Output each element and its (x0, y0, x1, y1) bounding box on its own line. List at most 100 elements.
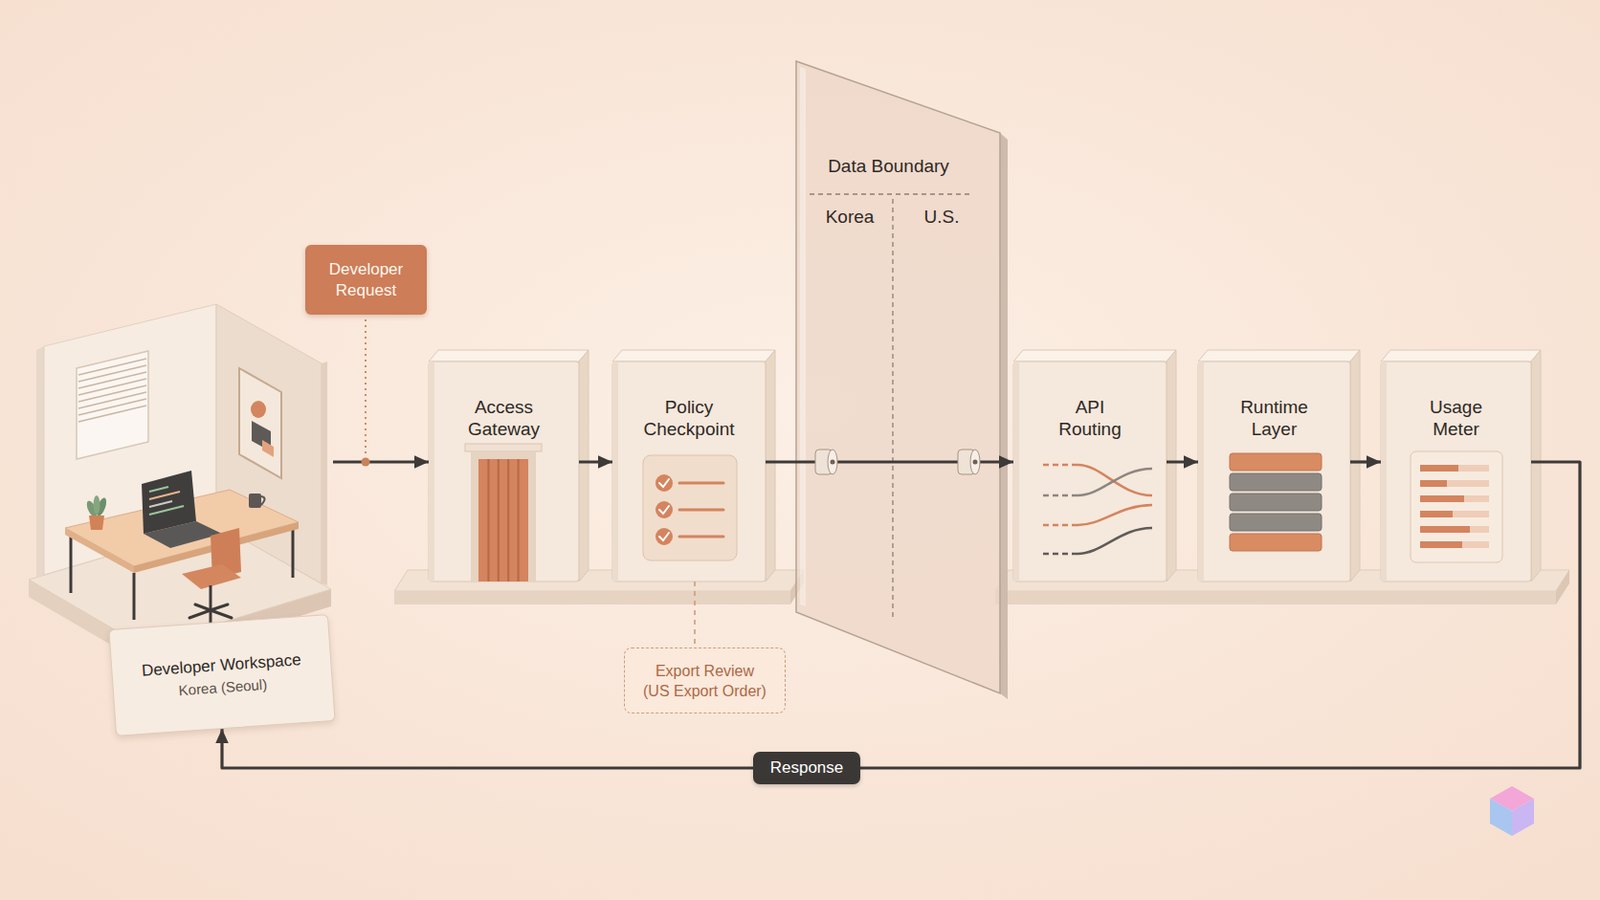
box-body (1198, 350, 1360, 362)
wall-picture (239, 368, 282, 479)
layers-icon (1229, 533, 1322, 552)
wall-picture (250, 400, 267, 419)
edge-label-pill: Response (753, 752, 862, 785)
edge-label: Response (770, 758, 845, 778)
gateway-door-icon (470, 451, 536, 582)
boundary-port (827, 449, 838, 475)
leader-connector (693, 581, 696, 648)
platform (1555, 570, 1570, 605)
boundary-glass (809, 193, 970, 195)
node-label: Developer Request (329, 259, 404, 302)
routing-icon (1077, 528, 1153, 555)
box-body (1198, 361, 1351, 582)
plant (88, 515, 105, 531)
box-body (1380, 361, 1532, 582)
flow-arrow (578, 460, 613, 464)
meter-icon (1420, 541, 1463, 549)
meter-icon (1420, 480, 1447, 488)
boundary-port (973, 460, 978, 466)
gateway-door-icon (507, 459, 510, 582)
laptop (149, 487, 169, 492)
layers-icon (1229, 513, 1322, 532)
window-blinds (78, 405, 147, 423)
meter-icon (1420, 465, 1459, 472)
mug (261, 496, 266, 506)
desk (65, 528, 134, 574)
wall-picture (239, 368, 282, 479)
chair (210, 604, 228, 611)
meter-icon (1410, 451, 1503, 563)
meter-icon (1420, 465, 1489, 472)
boundary-glass (800, 66, 806, 607)
window-blinds (78, 392, 147, 409)
watermark-cube (1489, 786, 1534, 837)
panel-regions: KoreaU.S. (803, 206, 1000, 228)
node-label: Access Gateway (467, 396, 540, 441)
routing-icon (1043, 464, 1078, 467)
box-body (1013, 350, 1177, 362)
chair (195, 604, 211, 611)
request-callout: Developer Request (305, 244, 427, 315)
window-blinds (78, 372, 147, 389)
routing-icon (1077, 468, 1153, 496)
gateway-door-icon (478, 459, 529, 582)
box-body (1380, 350, 1541, 362)
leader-line (361, 458, 371, 467)
watermark-cube (1511, 799, 1534, 837)
laptop (149, 506, 184, 515)
box-body (1198, 350, 1360, 582)
box-body (578, 350, 589, 582)
chair (189, 610, 211, 619)
node-label: Export Review (US Export Order) (642, 661, 769, 702)
meter-icon (1420, 541, 1489, 549)
process-box: Usage Meter (1380, 361, 1532, 582)
label-plate: Developer WorkspaceKorea (Seoul) (108, 614, 335, 737)
node-label: Data Boundary (827, 155, 950, 178)
meter-icon (1420, 526, 1470, 534)
window-blinds (78, 385, 147, 402)
node-sublabel: U.S. (924, 206, 960, 228)
box-body (1380, 350, 1541, 582)
checklist-icon (643, 455, 737, 561)
checklist-icon (643, 455, 737, 561)
routing-icon (1043, 494, 1078, 498)
laptop (149, 491, 180, 500)
checklist-icon (655, 474, 673, 492)
gateway-door-icon (465, 444, 542, 582)
node-label: API Routing (1058, 396, 1122, 441)
process-box: Policy Checkpoint (612, 361, 766, 582)
flow-arrow (333, 460, 429, 464)
mug (248, 493, 262, 509)
watermark-cube (1489, 799, 1512, 837)
box-body (1013, 350, 1177, 582)
box-body (1013, 361, 1167, 582)
region-cell: U.S. (895, 206, 988, 228)
routing-icon (1077, 465, 1153, 496)
meter-icon (1420, 511, 1489, 518)
layers-icon (1229, 453, 1322, 471)
gateway-door-icon (487, 459, 489, 582)
box-body (428, 361, 579, 582)
checklist-icon (659, 479, 669, 488)
workspace-illustration (76, 351, 149, 460)
leader-line (361, 319, 371, 467)
platform (995, 591, 1556, 605)
node-label: Developer Workspace (140, 649, 302, 682)
window-blinds (78, 358, 147, 376)
meter-icon (1420, 495, 1489, 503)
desk (69, 532, 73, 594)
desk (133, 573, 136, 621)
chair (209, 585, 213, 611)
box-body (612, 361, 766, 582)
meter-icon (1420, 526, 1489, 534)
gateway-door-icon (497, 459, 500, 582)
node-sublabel: Korea (Seoul) (177, 674, 268, 699)
meter-icon (1410, 451, 1503, 563)
process-box: Runtime Layer (1198, 361, 1351, 582)
meter-icon (1420, 495, 1465, 503)
checklist-icon (679, 535, 724, 539)
layers-icon (1229, 453, 1322, 552)
box-body (1198, 361, 1204, 582)
flow-arrow (1350, 460, 1381, 464)
